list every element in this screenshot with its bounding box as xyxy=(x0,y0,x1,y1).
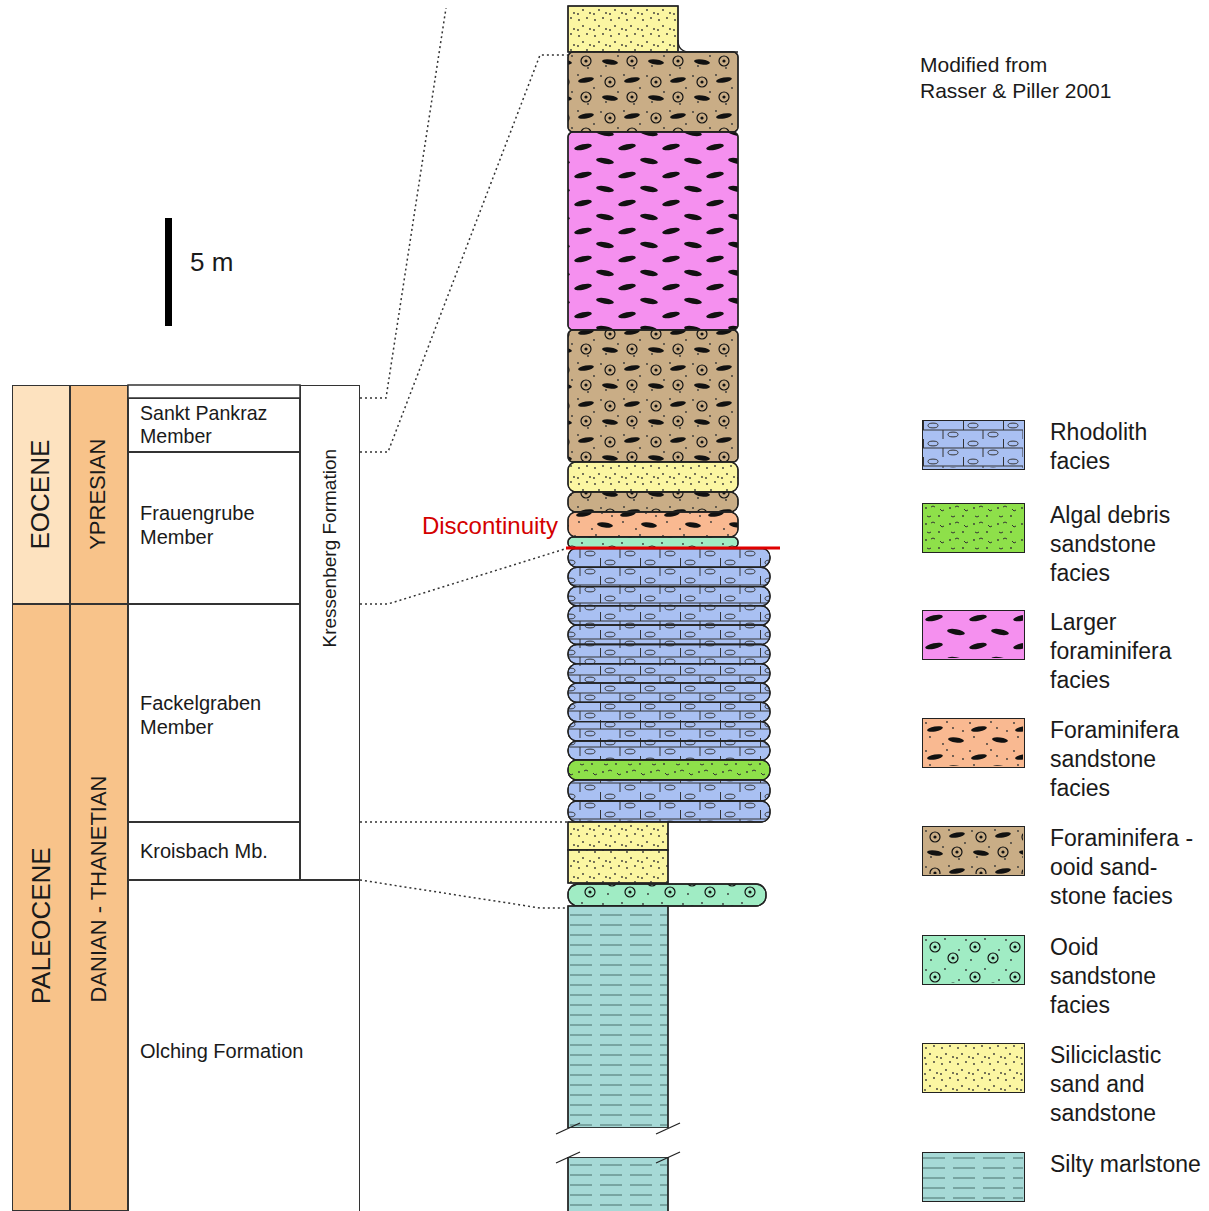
unit-name: Fackelgraben Member xyxy=(140,691,289,739)
unit-box: Sankt Pankraz Member xyxy=(128,398,300,452)
source-note: Modified from Rasser & Piller 2001 xyxy=(920,52,1116,104)
chronostrat-name: PALEOCENE xyxy=(25,847,56,1004)
legend-swatch xyxy=(922,718,1025,768)
chronostrat-name: Kressenberg Formation xyxy=(319,449,342,648)
legend-text: Silty marlstone xyxy=(1050,1150,1202,1179)
legend-pattern xyxy=(923,504,1023,551)
chronostrat-band: Kressenberg Formation xyxy=(300,385,360,880)
chronostrat-band: DANIAN - THANETIAN xyxy=(70,604,128,1211)
legend-pattern xyxy=(923,827,1023,874)
legend-swatch xyxy=(922,420,1025,470)
legend-pattern xyxy=(923,1153,1023,1200)
legend-swatch xyxy=(922,1043,1025,1093)
legend-text: Algal debris sandstone facies xyxy=(1050,501,1202,588)
legend-swatch xyxy=(922,935,1025,985)
scale-label: 5 m xyxy=(190,247,233,278)
unit-name: Frauengrube Member xyxy=(140,501,289,549)
legend-pattern xyxy=(923,719,1023,766)
legend-swatch xyxy=(922,503,1025,553)
unit-name: Sankt Pankraz Member xyxy=(140,402,289,449)
legend-text: Foraminifera -ooid sand- stone facies xyxy=(1050,824,1202,911)
unit-box: Frauengrube Member xyxy=(128,452,300,604)
unit-box: Olching Formation xyxy=(128,880,360,1211)
legend-pattern xyxy=(923,1044,1023,1091)
legend-text: Siliciclastic sand and sandstone xyxy=(1050,1041,1202,1128)
legend-swatch xyxy=(922,1152,1025,1202)
unit-box: Fackelgraben Member xyxy=(128,604,300,822)
legend-swatch xyxy=(922,610,1025,660)
legend-text: Foraminifera sandstone facies xyxy=(1050,716,1202,803)
unit-name: Kroisbach Mb. xyxy=(140,839,268,863)
legend-text: Larger foraminifera facies xyxy=(1050,608,1202,695)
legend-text: Rhodolith facies xyxy=(1050,418,1202,476)
chronostrat-band: EOCENE xyxy=(12,385,70,604)
discontinuity-label: Discontinuity xyxy=(422,511,558,540)
legend-swatch xyxy=(922,826,1025,876)
legend-pattern xyxy=(923,611,1023,658)
legend-text: Ooid sandstone facies xyxy=(1050,933,1202,1020)
legend-pattern xyxy=(923,936,1023,983)
chronostrat-name: EOCENE xyxy=(25,440,56,550)
chronostrat-band: PALEOCENE xyxy=(12,604,70,1211)
legend-pattern xyxy=(923,421,1023,468)
chronostrat-name: DANIAN - THANETIAN xyxy=(86,776,112,1003)
unit-name: Olching Formation xyxy=(140,1039,349,1063)
chronostrat-band: YPRESIAN xyxy=(70,385,128,604)
unit-box: Kroisbach Mb. xyxy=(128,822,300,880)
chronostrat-name: YPRESIAN xyxy=(86,439,112,550)
